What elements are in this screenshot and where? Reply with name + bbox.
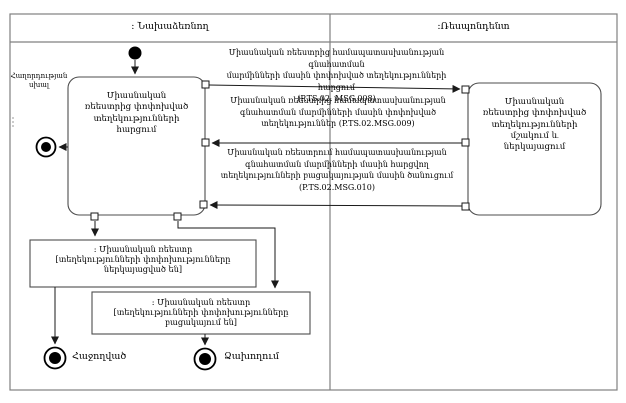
object-node-presented-state: [տեղեկությունների փոփոխությունները ներկա… <box>55 254 231 274</box>
pin-group <box>90 80 470 221</box>
pin-bottom-left <box>90 212 99 221</box>
message-label-msg008: Միասնական ռեեստրից համապատասխանության գն… <box>226 48 447 104</box>
error-exit-label: Հաղորդության սխալ <box>10 72 68 90</box>
flow-msg008 <box>208 84 461 93</box>
pin-process-out-2 <box>461 202 470 211</box>
activity-request-label: Միասնական ռեեստրից փոփոխված տեղեկություն… <box>84 91 189 136</box>
object-node-absent: : Միասնական ռեեստր [տեղեկությունների փոփ… <box>92 297 310 327</box>
activity-process-label: Միասնական ռեեստրից փոփոխված տեղեկություն… <box>482 97 587 153</box>
object-node-presented: : Միասնական ռեեստր [տեղեկությունների փոփ… <box>30 244 256 274</box>
pin-request-in-1 <box>201 138 210 147</box>
final-label-success: Հաջողված <box>72 351 127 362</box>
object-node-absent-shape <box>91 291 311 335</box>
final-label-failure: Ձախողում <box>224 351 280 362</box>
final-node-success-inner <box>49 352 61 364</box>
message-label-msg010: Միասնական ռեեստրում համապատասխանության գ… <box>220 148 454 192</box>
object-node-presented-shape <box>29 239 257 288</box>
flow-msg010 <box>209 201 464 210</box>
object-node-absent-name: : Միասնական ռեեստր <box>151 297 251 307</box>
pin-process-in <box>461 85 470 94</box>
lane-header-respondent: :Ռեսպոնդենտ <box>437 21 510 32</box>
pin-request-out <box>201 80 210 89</box>
pin-bottom-right <box>173 212 182 221</box>
object-node-presented-name: : Միասնական ռեեստր <box>93 244 193 254</box>
pin-process-out-1 <box>461 138 470 147</box>
pin-request-in-2 <box>199 200 208 209</box>
object-node-absent-state: [տեղեկությունների փոփոխությունները բացակ… <box>113 307 289 327</box>
activity-process-shape <box>467 82 602 216</box>
final-node-failure-inner <box>199 353 211 365</box>
final-node-error-inner <box>41 142 51 152</box>
lane-header-initiator: : Նախաձեռնող <box>131 21 209 32</box>
flow-to-absent <box>177 221 279 289</box>
message-label-msg009: Միասնական ռեեստրից համապատասխանության գն… <box>230 96 446 129</box>
initial-node <box>128 46 142 60</box>
